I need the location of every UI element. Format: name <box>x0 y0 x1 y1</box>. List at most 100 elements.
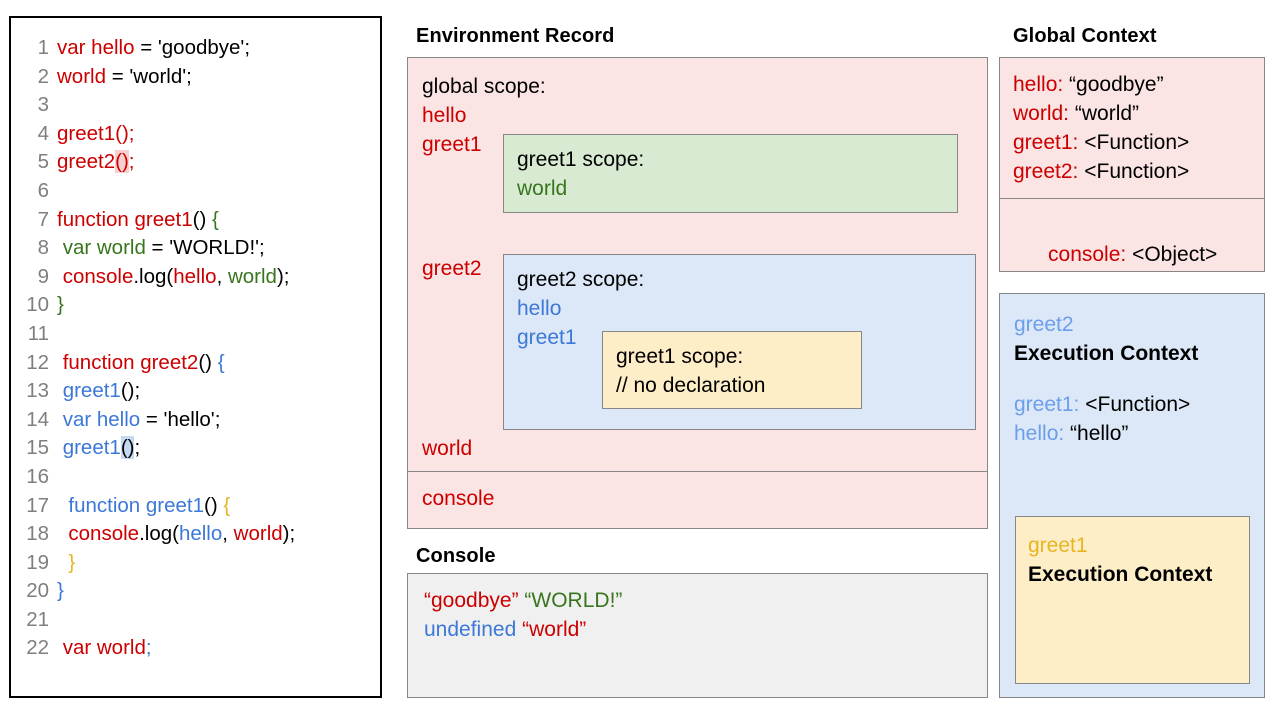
greet2-exec-entry: hello: “hello” <box>1014 419 1264 448</box>
code-token: } <box>57 293 64 317</box>
global-context-console: console: <Object> <box>1000 199 1264 298</box>
greet1-inner-scope-comment: // no declaration <box>616 374 766 397</box>
line-number: 21 <box>26 607 49 631</box>
greet2-exec-title: Execution Context <box>1014 342 1199 365</box>
variable-key: world: <box>1013 102 1070 125</box>
code-token: { <box>211 207 219 231</box>
global-context-panel: hello: “goodbye”world: “world”greet1: <F… <box>999 57 1265 272</box>
code-line: 8 var world = 'WORLD!'; <box>11 234 380 263</box>
code-token: (); <box>120 379 141 403</box>
code-token: var hello <box>57 407 141 431</box>
code-line: 3 <box>11 91 380 120</box>
line-number: 16 <box>26 464 49 488</box>
global-context-variables: hello: “goodbye”world: “world”greet1: <F… <box>1000 58 1264 199</box>
environment-record-panel: global scope: hello greet1 greet1 scope:… <box>407 57 988 529</box>
code-token: world <box>57 64 106 88</box>
greet2-scope-box: greet2 scope: hello greet1 greet1 scope:… <box>503 254 976 430</box>
code-line: 4 greet1(); <box>11 120 380 149</box>
line-number: 17 <box>26 493 49 517</box>
code-token: greet1 <box>57 121 116 145</box>
binding-world: world <box>422 437 473 460</box>
code-text: greet1(); <box>57 434 140 463</box>
line-number: 12 <box>26 350 49 374</box>
code-line: 21 <box>11 606 380 635</box>
code-line: 7 function greet1() { <box>11 206 380 235</box>
greet2-exec-owner: greet2 <box>1014 313 1074 336</box>
line-number: 6 <box>37 178 49 202</box>
greet1-scope-label: greet1 scope: <box>517 148 645 171</box>
line-number: 1 <box>37 36 49 59</box>
code-token: greet1 <box>57 436 121 460</box>
global-context-entry: hello: “goodbye” <box>1013 70 1264 99</box>
code-line: 22 var world; <box>11 634 380 663</box>
greet1-inner-scope-box: greet1 scope: // no declaration <box>602 331 862 409</box>
line-number: 2 <box>37 64 49 88</box>
variable-key: greet1: <box>1013 131 1079 154</box>
code-token: () <box>120 436 135 460</box>
code-line: 13 greet1(); <box>11 377 380 406</box>
code-text: function greet1() { <box>57 206 219 235</box>
code-token: { <box>223 493 231 517</box>
code-line: 14 var hello = 'hello'; <box>11 406 380 435</box>
code-token: world <box>227 264 277 288</box>
variable-key: greet2: <box>1013 160 1079 183</box>
global-context-entry: world: “world” <box>1013 99 1264 128</box>
code-token: .log( <box>139 522 179 546</box>
code-text: function greet2() { <box>57 349 225 378</box>
global-context-entry: greet2: <Function> <box>1013 157 1264 186</box>
code-line: 16 <box>11 463 380 492</box>
console-binding-region: console <box>408 472 987 528</box>
environment-record-title: Environment Record <box>416 25 615 47</box>
code-token: var world <box>57 636 146 660</box>
line-number: 4 <box>37 121 49 145</box>
variable-key: greet1: <box>1014 393 1080 416</box>
variable-value: <Function> <box>1078 160 1190 183</box>
global-context-entry: greet1: <Function> <box>1013 128 1264 157</box>
code-token: , <box>216 264 228 288</box>
code-token: var world <box>57 236 146 260</box>
line-number: 10 <box>26 293 49 317</box>
greet1-exec-title: Execution Context <box>1028 563 1213 586</box>
code-token: ; <box>134 436 141 460</box>
line-number: 3 <box>37 93 49 117</box>
code-text: greet2(); <box>57 148 135 177</box>
code-text: function greet1() { <box>57 492 230 521</box>
code-text: console.log(hello, world); <box>57 263 290 292</box>
code-token: ); <box>282 522 296 546</box>
code-text: } <box>57 291 64 320</box>
code-text: greet1(); <box>57 120 135 149</box>
spacer <box>1014 368 1264 390</box>
code-text: greet1(); <box>57 377 141 406</box>
line-number: 22 <box>26 636 49 660</box>
console-token: undefined <box>424 618 517 641</box>
greet2-exec-variables: greet1: <Function>hello: “hello” <box>1014 390 1264 448</box>
line-number: 8 <box>37 236 49 260</box>
code-token: var hello <box>57 36 135 59</box>
code-token: console <box>57 522 140 546</box>
console-line: undefined “world” <box>424 615 987 644</box>
console-output-lines: “goodbye” “WORLD!”undefined “world” <box>424 586 987 644</box>
code-token: hello <box>178 522 223 546</box>
line-number: 13 <box>26 379 49 403</box>
line-number: 14 <box>26 407 49 431</box>
code-line: 20} <box>11 577 380 606</box>
greet1-execution-context-panel: greet1 Execution Context <box>1015 516 1250 684</box>
console-line: “goodbye” “WORLD!” <box>424 586 987 615</box>
code-line: 17 function greet1() { <box>11 492 380 521</box>
console-key: console: <box>1048 243 1127 266</box>
variable-key: hello: <box>1013 73 1064 96</box>
code-text: } <box>57 549 75 578</box>
code-token: function greet2 <box>57 350 199 374</box>
greet2-execution-context-panel: greet2 Execution Context greet1: <Functi… <box>999 293 1265 698</box>
code-line: 12 function greet2() { <box>11 349 380 378</box>
line-number: 7 <box>37 207 49 231</box>
code-token: } <box>57 579 64 603</box>
code-token: world <box>233 522 283 546</box>
line-number: 9 <box>37 264 49 288</box>
code-line: 9 console.log(hello, world); <box>11 263 380 292</box>
variable-key: hello: <box>1014 422 1065 445</box>
